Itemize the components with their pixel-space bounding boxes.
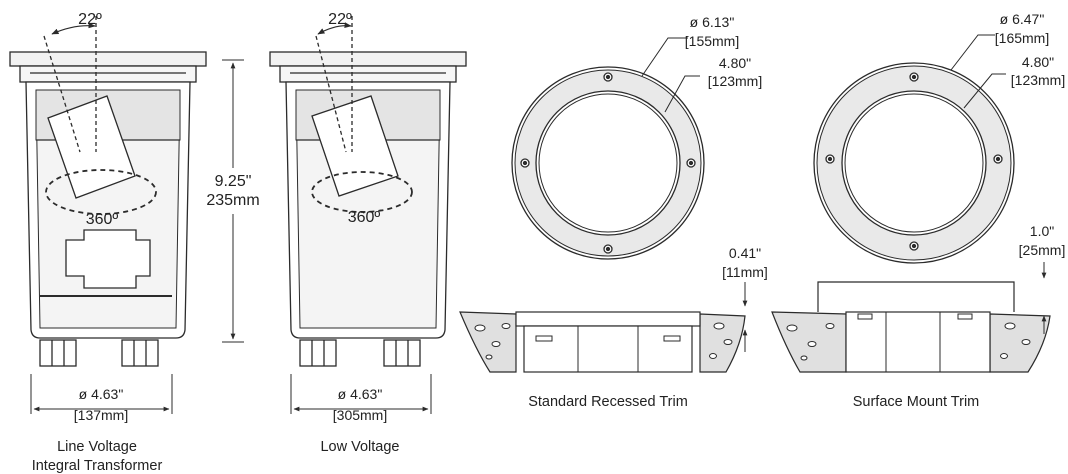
surface-trim-inner-mm: [123mm] (1011, 72, 1065, 88)
standard-housing-top (523, 325, 693, 373)
surface-trim-screws (825, 72, 1003, 251)
standard-trim-outer-in: ø 6.13" (690, 14, 735, 30)
standard-trim-depth-mm: [11mm] (722, 264, 768, 280)
standard-trim-inner-mm: [123mm] (708, 73, 762, 89)
fixture-2-conduit-left (299, 339, 337, 367)
fixture-low-voltage (269, 16, 467, 414)
fixture-1-rotation-ellipse (45, 169, 157, 215)
fixture-2-rotation-ellipse (311, 171, 413, 213)
surface-trim-depth-in: 1.0" (1030, 223, 1054, 239)
surface-trim-top-view (813, 34, 1015, 264)
surface-trim-profile (817, 281, 1015, 312)
surface-trim-side-view (771, 262, 1051, 373)
fixture-1-diameter-mm: [137mm] (74, 407, 128, 423)
standard-trim-outer-mm: [155mm] (685, 33, 739, 49)
fixture-1-transformer (65, 229, 151, 289)
fixture-1-lamp-module (47, 95, 136, 199)
fixture-1-angle-label: 22º (78, 11, 102, 28)
fixture-2-diameter-mm: [305mm] (333, 407, 387, 423)
fixture-1-rotation-label: 360º (86, 211, 119, 228)
standard-ground-left (459, 311, 517, 373)
fixture-2-top-flange (269, 51, 467, 67)
surface-trim-outer-mm: [165mm] (995, 30, 1049, 46)
surface-ground-right (989, 313, 1051, 373)
standard-trim-top-view (511, 37, 705, 260)
fixture-2-caption: Low Voltage (320, 439, 399, 455)
standard-trim-depth-in: 0.41" (729, 245, 761, 261)
surface-trim-depth-mm: [25mm] (1019, 242, 1066, 258)
fixture-1-conduit-left (39, 339, 77, 367)
surface-housing (845, 311, 991, 373)
standard-trim-lens (535, 90, 681, 236)
fixture-1-caption-line2: Integral Transformer (32, 458, 163, 474)
standard-trim-caption: Standard Recessed Trim (528, 394, 688, 410)
fixture-2-diameter-in: ø 4.63" (338, 386, 383, 402)
fixture-2-lamp-module (311, 95, 399, 197)
fixture-1-caption-line1: Line Voltage (57, 439, 137, 455)
standard-trim-side-view (459, 282, 748, 373)
surface-trim-lens (841, 90, 987, 236)
fixture-2-angle-label: 22º (328, 11, 352, 28)
height-mm: 235mm (206, 192, 259, 209)
fixture-line-voltage (9, 16, 207, 414)
standard-trim-inner-in: 4.80" (719, 55, 751, 71)
fixture-2-rotation-label: 360º (348, 209, 381, 226)
fixture-1-diameter-in: ø 4.63" (79, 386, 124, 402)
fixture-1-top-flange (9, 51, 207, 67)
height-inches: 9.25" (215, 173, 252, 190)
surface-trim-inner-in: 4.80" (1022, 54, 1054, 70)
fixture-1-collar (19, 65, 197, 83)
height-dimension (222, 59, 244, 343)
standard-trim-flange (515, 311, 701, 327)
surface-trim-outer-in: ø 6.47" (1000, 11, 1045, 27)
surface-trim-caption: Surface Mount Trim (853, 394, 980, 410)
fixture-2-conduit-right (383, 339, 421, 367)
fixture-1-conduit-right (121, 339, 159, 367)
standard-ground-right (699, 313, 746, 373)
standard-trim-screws (520, 72, 696, 254)
fixture-2-collar (279, 65, 457, 83)
